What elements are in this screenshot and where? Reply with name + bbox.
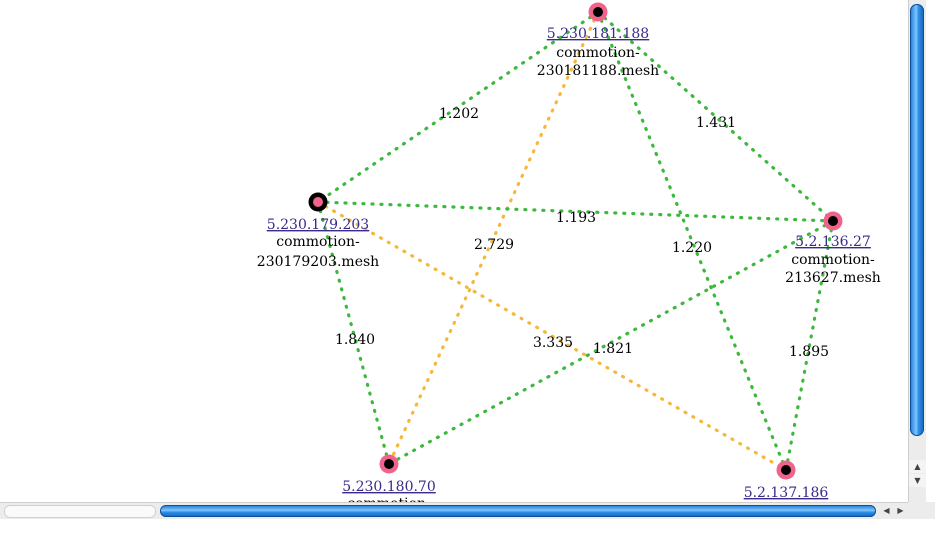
node-ip-link[interactable]: 5.230.180.70 bbox=[342, 479, 436, 495]
edge-cost-label: 1.821 bbox=[593, 341, 633, 357]
vertical-scrollbar[interactable]: ▲ ▼ bbox=[908, 0, 926, 502]
edge-n213627-n137186 bbox=[784, 219, 835, 472]
edge-n181188-n137186 bbox=[596, 10, 788, 472]
horizontal-scroll-track[interactable] bbox=[4, 505, 156, 518]
node-hostname: 230179203.mesh bbox=[257, 254, 379, 270]
node-hostname: commotion- bbox=[347, 496, 431, 502]
node-hostname: 230181188.mesh bbox=[537, 63, 659, 79]
edge-n213627-n180070 bbox=[387, 219, 835, 466]
node-ip-link[interactable]: 5.230.179.203 bbox=[267, 217, 369, 233]
node-center-dot bbox=[313, 197, 323, 207]
edges-layer bbox=[316, 10, 835, 472]
horizontal-scrollbar[interactable]: ◀ ▶ bbox=[0, 502, 908, 519]
horizontal-scroll-thumb[interactable] bbox=[160, 505, 876, 517]
edge-n181188-n213627 bbox=[596, 10, 835, 223]
node-ip-link[interactable]: 5.2.137.186 bbox=[744, 485, 829, 501]
scroll-down-icon[interactable]: ▼ bbox=[909, 474, 926, 487]
edge-cost-label: 1.895 bbox=[789, 344, 829, 360]
node-hostname: commotion- bbox=[556, 45, 640, 61]
node-hostname: 213627.mesh bbox=[785, 270, 881, 286]
nodes-layer bbox=[308, 2, 843, 480]
mesh-graph-viewport: 1.202 1.431 1.220 2.729 1.193 1.840 3.335 1.821… bbox=[256, 2, 881, 502]
edge-n179203-n180070 bbox=[316, 200, 391, 466]
labels-layer: 1.202 1.431 1.220 2.729 1.193 1.840 3.335 1.821… bbox=[257, 26, 881, 502]
node-hostname: commotion- bbox=[276, 234, 360, 250]
node-center-dot bbox=[781, 465, 791, 475]
node-center-dot bbox=[384, 459, 394, 469]
edge-cost-label: 3.335 bbox=[533, 335, 573, 351]
edge-cost-label: 1.220 bbox=[672, 240, 712, 256]
mesh-topology-graph: 1.202 1.431 1.220 2.729 1.193 1.840 3.335 1.821… bbox=[257, 2, 881, 502]
scroll-left-icon[interactable]: ◀ bbox=[883, 506, 890, 515]
edge-n181188-n179203 bbox=[316, 10, 600, 204]
edge-cost-label: 1.431 bbox=[696, 115, 736, 131]
edge-cost-label: 2.729 bbox=[474, 237, 514, 253]
node-ip-link[interactable]: 5.2.136.27 bbox=[795, 234, 871, 250]
edge-n179203-n137186 bbox=[316, 200, 788, 472]
node-ip-link[interactable]: 5.230.181.188 bbox=[547, 26, 649, 42]
node-hostname: commotion- bbox=[791, 252, 875, 268]
edge-n181188-n180070 bbox=[387, 10, 600, 466]
node-center-dot bbox=[828, 216, 838, 226]
scroll-up-icon[interactable]: ▲ bbox=[909, 460, 926, 473]
scroll-right-icon[interactable]: ▶ bbox=[897, 506, 904, 515]
bottom-strip bbox=[0, 519, 935, 537]
vertical-scroll-thumb[interactable] bbox=[910, 4, 924, 436]
edge-cost-label: 1.202 bbox=[439, 106, 479, 122]
edge-cost-label: 1.840 bbox=[335, 332, 375, 348]
edge-cost-label: 1.193 bbox=[556, 210, 596, 226]
node-center-dot bbox=[593, 7, 603, 17]
